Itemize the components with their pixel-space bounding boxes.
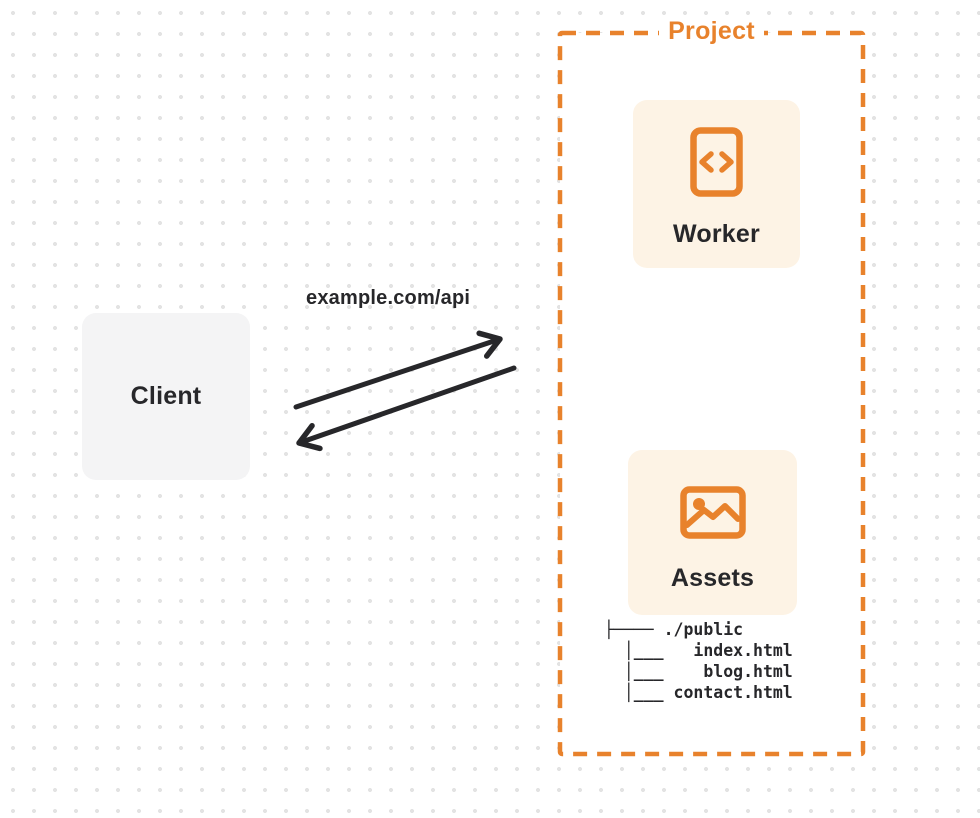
assets-label: Assets <box>670 564 755 592</box>
code-file-icon <box>690 127 743 197</box>
tree-line-contact: │___ contact.html <box>604 683 793 702</box>
tree-line-public: ├──── ./public <box>604 620 744 639</box>
public-file-tree: ├──── ./public │___ index.html │___ blog… <box>604 619 793 703</box>
worker-node: Worker <box>633 100 800 268</box>
project-label: Project <box>659 17 764 46</box>
tree-line-index: │___ index.html <box>604 641 793 660</box>
client-label: Client <box>130 382 202 410</box>
request-url-label: example.com/api <box>306 287 471 309</box>
assets-node: Assets <box>628 450 797 615</box>
client-node: Client <box>82 313 250 480</box>
worker-label: Worker <box>673 220 760 248</box>
tree-line-blog: │___ blog.html <box>604 662 793 681</box>
request-arrow <box>293 330 503 410</box>
response-arrow <box>296 365 517 452</box>
image-icon <box>679 486 746 539</box>
project-label-row: Project <box>560 17 863 46</box>
